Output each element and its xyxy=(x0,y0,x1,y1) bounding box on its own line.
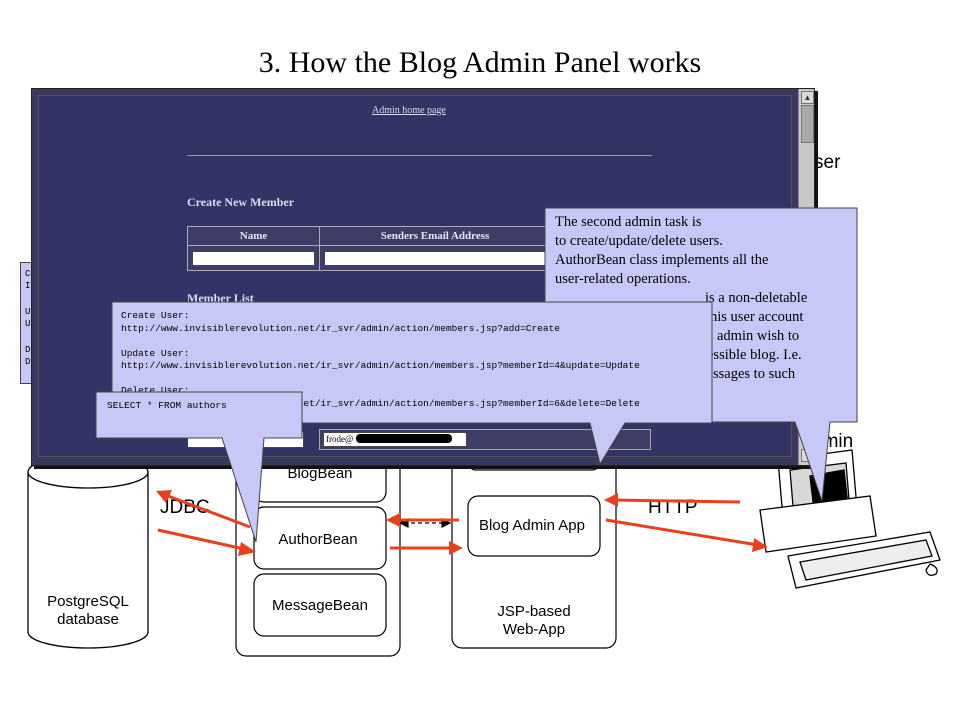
description-text: The second admin task is to create/updat… xyxy=(555,213,855,384)
admin-home-link[interactable]: Admin home page xyxy=(372,105,446,116)
url-callout-text: Create User: http://www.invisiblerevolut… xyxy=(121,310,640,410)
left-partial-line-4: U xyxy=(25,319,31,329)
sql-callout-shape xyxy=(95,391,303,543)
admin-computer-icon xyxy=(759,449,941,589)
desc-line-1: to create/update/delete users. xyxy=(555,233,723,249)
webapp-label-line1: JSP-based xyxy=(497,603,570,620)
admin-divider xyxy=(187,155,652,156)
left-partial-line-1: I xyxy=(25,281,31,291)
jdbc-label: JDBC xyxy=(160,497,210,518)
email-scribble xyxy=(356,434,452,443)
webapp-label-line2: Web-App xyxy=(503,621,565,638)
sql-callout-text: SELECT * FROM authors xyxy=(107,400,227,411)
flow-arrows xyxy=(156,490,768,556)
url-line-0: Create User: xyxy=(121,310,190,321)
new-member-name-input[interactable] xyxy=(192,251,315,266)
blog-admin-app-box xyxy=(467,495,601,557)
url-line-2 xyxy=(121,335,640,348)
left-partial-line-6: D xyxy=(25,345,31,355)
blogbean-label: BlogBean xyxy=(287,465,352,482)
url-line-4: http://www.invisiblerevolution.net/ir_sv… xyxy=(121,360,640,371)
left-partial-line-0: C xyxy=(25,269,31,279)
desc-line-7: essible blog. I.e. xyxy=(707,347,802,363)
scroll-up-icon[interactable]: ▲ xyxy=(801,91,814,104)
slide-title: 3. How the Blog Admin Panel works xyxy=(258,46,702,79)
database-label-line1: PostgreSQL xyxy=(47,593,129,610)
url-line-5 xyxy=(121,373,640,386)
url-line-7: http://www.invisiblerevolution.net/ir_sv… xyxy=(121,397,640,409)
authorbean-box xyxy=(253,506,387,570)
col-header-name: Name xyxy=(187,226,320,246)
desc-line-0: The second admin task is xyxy=(555,214,702,230)
desc-line-8: ssages to such xyxy=(713,366,796,382)
blog-admin-app-label: Blog Admin App xyxy=(479,517,585,534)
new-member-email-input[interactable] xyxy=(324,251,546,266)
desc-line-4: is a non-deletable xyxy=(705,290,808,306)
desc-line-6: admin wish to xyxy=(717,328,800,344)
desc-line-3: user-related operations. xyxy=(555,271,691,287)
email-cell xyxy=(319,245,551,271)
desc-line-5: his user account xyxy=(710,309,804,325)
left-partial-line-7: D xyxy=(25,357,31,367)
user-label-partial: ser xyxy=(814,152,841,173)
col-header-email: Senders Email Address xyxy=(319,226,551,246)
create-member-heading: Create New Member xyxy=(187,195,295,209)
url-line-1: http://www.invisiblerevolution.net/ir_sv… xyxy=(121,322,560,334)
database-label-line2: database xyxy=(57,611,119,628)
url-line-3: Update User: xyxy=(121,347,190,359)
scroll-thumb[interactable] xyxy=(801,105,814,143)
name-cell xyxy=(187,245,320,271)
messagebean-label: MessageBean xyxy=(272,597,368,614)
url-line-6: Delete User: xyxy=(121,385,190,396)
messagebean-box xyxy=(253,573,387,637)
left-partial-line-3: U xyxy=(25,307,31,317)
authorbean-label: AuthorBean xyxy=(278,531,357,548)
desc-line-2: AuthorBean class implements all the xyxy=(555,252,769,268)
member-email-cell: frode@ xyxy=(319,429,651,450)
